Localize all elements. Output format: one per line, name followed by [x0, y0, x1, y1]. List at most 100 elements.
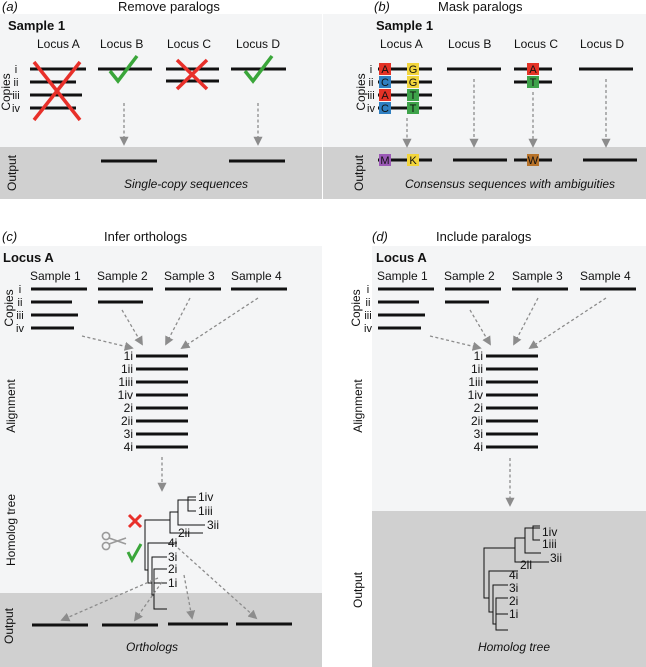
- panel-b-title: Mask paralogs: [438, 0, 523, 14]
- panel-c-tree-tip: 3i: [168, 550, 177, 564]
- panel-c-copy-i: i: [19, 284, 21, 296]
- panel-d-alignment-row: 1ii: [471, 362, 538, 376]
- svg-text:1iv: 1iv: [118, 388, 133, 402]
- panel-c-arrow-ortholog-3: [183, 574, 196, 620]
- panel-c-caption: Orthologs: [126, 640, 178, 654]
- panel-b-base-box-10: T: [527, 76, 539, 89]
- svg-text:3i: 3i: [474, 427, 483, 441]
- panel-d-output-background: [372, 511, 646, 667]
- svg-text:T: T: [530, 77, 537, 89]
- panel-d-copy-iii: iii: [364, 310, 371, 322]
- panel-d-letter: (d): [372, 229, 388, 244]
- svg-text:1iv: 1iv: [468, 388, 483, 402]
- svg-text:2i: 2i: [124, 401, 133, 415]
- svg-text:G: G: [409, 64, 418, 76]
- panel-b-locus-c-label: Locus C: [514, 37, 558, 51]
- panel-d-arrow-sample-2: [469, 309, 491, 346]
- svg-text:4i: 4i: [124, 440, 133, 454]
- svg-text:1i: 1i: [474, 349, 483, 363]
- panel-c-title: Infer orthologs: [104, 229, 188, 244]
- panel-c-copies-side-label: Copies: [2, 289, 16, 326]
- panel-d-sample-3-label: Sample 3: [512, 269, 563, 283]
- panel-c-arrow-sample-2: [121, 309, 143, 346]
- panel-c-sample-3-label: Sample 3: [164, 269, 215, 283]
- panel-b-base-box-7: T: [407, 89, 419, 102]
- panel-a-copy-i: i: [15, 64, 17, 76]
- panel-b-copy-ii: ii: [369, 77, 374, 89]
- panel-d-tree-tip: 1iv: [542, 525, 557, 539]
- panel-b-copy-iii: iii: [367, 90, 374, 102]
- panel-b-background: [323, 14, 646, 147]
- panel-d-copy-i: i: [367, 284, 369, 296]
- panel-d-sample-1-label: Sample 1: [377, 269, 428, 283]
- panel-c-tree-tip: 1iv: [198, 490, 213, 504]
- svg-text:A: A: [381, 64, 389, 76]
- panel-d-sample-4-label: Sample 4: [580, 269, 631, 283]
- panel-c-copy-iii: iii: [16, 310, 23, 322]
- svg-text:2i: 2i: [474, 401, 483, 415]
- svg-text:2ii: 2ii: [121, 414, 133, 428]
- panel-d-alignment-row: 4i: [474, 440, 538, 454]
- panel-d-copies-side-label: Copies: [349, 289, 363, 326]
- panel-a-locus-d-label: Locus D: [236, 37, 280, 51]
- panel-a-locus-a-label: Locus A: [37, 37, 80, 51]
- panel-d-caption: Homolog tree: [478, 640, 550, 654]
- panel-c-arrow-ortholog-4: [177, 547, 258, 620]
- panel-a-output-background: [0, 147, 322, 199]
- panel-a-locus-c-label: Locus C: [167, 37, 211, 51]
- panel-b-base-box-2: C: [379, 76, 391, 89]
- panel-d-arrow-sample-4: [528, 297, 607, 350]
- panel-d-alignment-row: 1i: [474, 349, 538, 363]
- panel-d-alignment-row: 1iii: [468, 375, 538, 389]
- svg-text:G: G: [409, 77, 418, 89]
- svg-text:4i: 4i: [474, 440, 483, 454]
- panel-c-alignment-row: 4i: [124, 440, 188, 454]
- svg-text:T: T: [410, 90, 417, 102]
- panel-b: (b) Mask paralogs Sample 1 Locus A Locus…: [323, 0, 646, 199]
- svg-text:1ii: 1ii: [471, 362, 483, 376]
- panel-a-caption: Single-copy sequences: [124, 177, 248, 191]
- panel-b-output-background: [323, 147, 646, 199]
- panel-b-locus-d-label: Locus D: [580, 37, 624, 51]
- panel-b-base-box-5: G: [407, 63, 419, 76]
- panel-b-ambiguity-box-m: M: [379, 154, 391, 167]
- svg-text:K: K: [409, 155, 417, 167]
- panel-b-locus-b-label: Locus B: [448, 37, 491, 51]
- panel-a-title: Remove paralogs: [118, 0, 220, 14]
- panel-d-tree-tip: 3i: [509, 581, 518, 595]
- panel-c-tree-tip: 3ii: [207, 518, 219, 532]
- panel-c-copy-ii: ii: [18, 297, 23, 309]
- panel-a-sample-label: Sample 1: [8, 18, 65, 33]
- panel-c-output-background: [0, 593, 322, 667]
- panel-d-tree-tip: 2i: [509, 594, 518, 608]
- panel-c-output-side-label: Output: [2, 607, 16, 644]
- svg-text:1iii: 1iii: [468, 375, 483, 389]
- panel-d-locus-label: Locus A: [376, 250, 427, 265]
- panel-d-sample-2-label: Sample 2: [444, 269, 495, 283]
- panel-c-arrow-ortholog-2: [133, 581, 163, 622]
- panel-c-alignment-side-label: Alignment: [4, 379, 18, 433]
- panel-c-scissors-icon: [101, 531, 127, 551]
- panel-c-tree-tip: 2i: [168, 562, 177, 576]
- panel-c-alignment-row: 1i: [124, 349, 188, 363]
- panel-d-background: [372, 246, 646, 511]
- panel-b-letter: (b): [374, 0, 390, 14]
- svg-text:C: C: [381, 77, 389, 89]
- panel-d-title: Include paralogs: [436, 229, 532, 244]
- svg-text:A: A: [529, 64, 537, 76]
- panel-d-tree-tip: 1i: [509, 607, 518, 621]
- svg-text:M: M: [380, 155, 389, 167]
- panel-a-copies-side-label: Copies: [0, 73, 13, 110]
- panel-d-alignment-row: 2ii: [471, 414, 538, 428]
- panel-a-letter: (a): [2, 0, 18, 14]
- panel-a-cross-icon-locus-c: [175, 58, 209, 91]
- panel-c-cross-icon: [127, 513, 143, 529]
- panel-c-copy-iv: iv: [16, 323, 24, 335]
- panel-d-output-side-label: Output: [351, 571, 365, 608]
- panel-a-output-side-label: Output: [5, 154, 19, 191]
- panel-c-alignment-row: 1iv: [118, 388, 188, 402]
- panel-d: (d) Include paralogs Locus A Sample 1 Sa…: [349, 229, 646, 667]
- panel-d-alignment-row: 3i: [474, 427, 538, 441]
- panel-a: (a) Remove paralogs Sample 1 Locus A Loc…: [0, 0, 322, 199]
- panel-b-output-side-label: Output: [352, 154, 366, 191]
